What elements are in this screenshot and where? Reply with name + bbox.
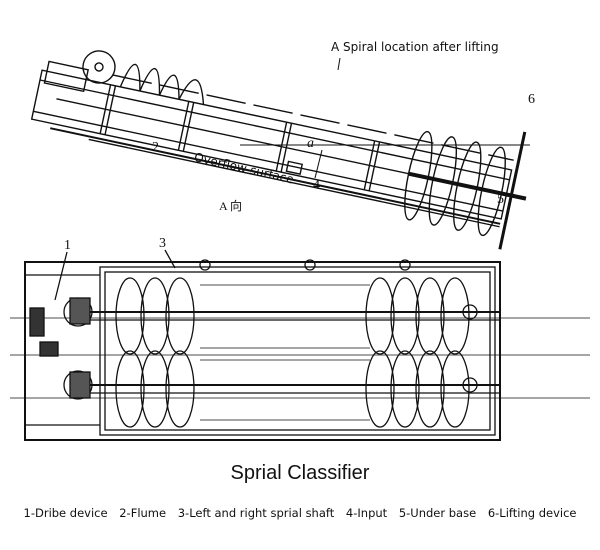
spiral-location-label: A Spiral location after lifting bbox=[331, 40, 499, 54]
legend-item: 4-Input bbox=[345, 506, 388, 520]
a-direction-label: A 向 bbox=[219, 199, 243, 213]
diagram-title: Sprial Classifier bbox=[230, 462, 370, 484]
label-1: 1 bbox=[64, 238, 71, 253]
legend-item: 6-Lifting device bbox=[487, 506, 577, 520]
drive-device bbox=[29, 297, 93, 400]
legend-item: 1-Dribe device bbox=[23, 506, 108, 520]
input-box bbox=[285, 160, 304, 175]
lifting-device bbox=[498, 131, 527, 250]
legend: 1-Dribe device 2-Flume 3-Left and right … bbox=[0, 506, 600, 520]
label-2: 2 bbox=[152, 140, 159, 155]
top-view bbox=[10, 249, 590, 441]
legend-item: 2-Flume bbox=[119, 506, 167, 520]
legend-item: 3-Left and right sprial shaft bbox=[177, 506, 335, 520]
label-5: 5 bbox=[497, 192, 504, 207]
spiral-discs bbox=[115, 277, 470, 428]
angle-label: a bbox=[307, 136, 314, 151]
spiral-blades-upper bbox=[119, 63, 205, 105]
label-6: 6 bbox=[528, 92, 535, 107]
label-4: 4 bbox=[313, 178, 320, 193]
side-view bbox=[30, 50, 527, 250]
drive-wheel bbox=[82, 50, 116, 84]
spiral-blades-lower bbox=[404, 130, 527, 237]
legend-item: 5-Under base bbox=[398, 506, 477, 520]
label-3: 3 bbox=[159, 236, 166, 251]
